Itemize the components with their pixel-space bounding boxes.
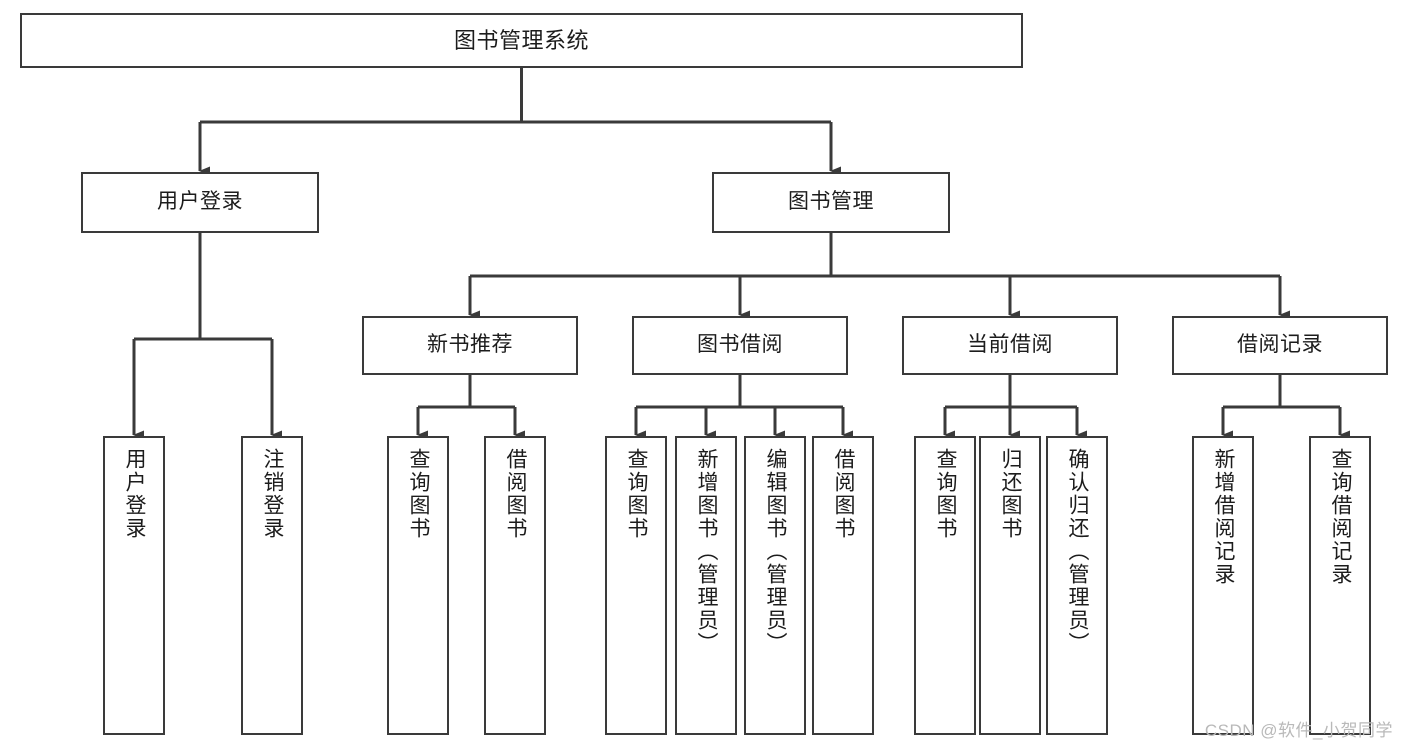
node-label: 当前借阅 [967, 333, 1053, 357]
node-label: 借阅图书 [504, 448, 528, 540]
node-label: 归还图书 [999, 448, 1023, 540]
node-label: 借阅记录 [1237, 333, 1323, 357]
node-b2[interactable]: 新增图书（管理员） [675, 436, 737, 735]
node-r1[interactable]: 新增借阅记录 [1192, 436, 1254, 735]
node-label: 图书借阅 [697, 333, 783, 357]
node-b1[interactable]: 查询图书 [605, 436, 667, 735]
node-label: 查询图书 [625, 448, 649, 540]
node-r2[interactable]: 查询借阅记录 [1309, 436, 1371, 735]
node-newbook[interactable]: 新书推荐 [362, 316, 578, 375]
node-label: 图书管理 [788, 190, 874, 214]
node-b4[interactable]: 借阅图书 [812, 436, 874, 735]
node-label: 查询借阅记录 [1329, 448, 1353, 586]
node-borrow[interactable]: 图书借阅 [632, 316, 848, 375]
node-current[interactable]: 当前借阅 [902, 316, 1118, 375]
node-label: 新增图书（管理员） [695, 448, 719, 655]
node-c1[interactable]: 查询图书 [914, 436, 976, 735]
node-label: 新书推荐 [427, 333, 513, 357]
node-root[interactable]: 图书管理系统 [20, 13, 1023, 68]
node-l1[interactable]: 用户登录 [103, 436, 165, 735]
node-c3[interactable]: 确认归还（管理员） [1046, 436, 1108, 735]
node-bookmgmt[interactable]: 图书管理 [712, 172, 950, 233]
node-n1[interactable]: 查询图书 [387, 436, 449, 735]
node-label: 图书管理系统 [453, 27, 589, 53]
node-label: 新增借阅记录 [1212, 448, 1236, 586]
node-label: 查询图书 [407, 448, 431, 540]
node-l2[interactable]: 注销登录 [241, 436, 303, 735]
node-label: 用户登录 [123, 448, 147, 540]
node-label: 确认归还（管理员） [1066, 448, 1090, 655]
node-b3[interactable]: 编辑图书（管理员） [744, 436, 806, 735]
node-n2[interactable]: 借阅图书 [484, 436, 546, 735]
node-records[interactable]: 借阅记录 [1172, 316, 1388, 375]
node-c2[interactable]: 归还图书 [979, 436, 1041, 735]
node-label: 注销登录 [261, 448, 285, 540]
node-label: 借阅图书 [832, 448, 856, 540]
node-login[interactable]: 用户登录 [81, 172, 319, 233]
node-label: 编辑图书（管理员） [764, 448, 788, 655]
node-label: 用户登录 [157, 190, 243, 214]
node-label: 查询图书 [934, 448, 958, 540]
csdn-watermark: CSDN @软件_小贺同学 [1204, 721, 1393, 740]
